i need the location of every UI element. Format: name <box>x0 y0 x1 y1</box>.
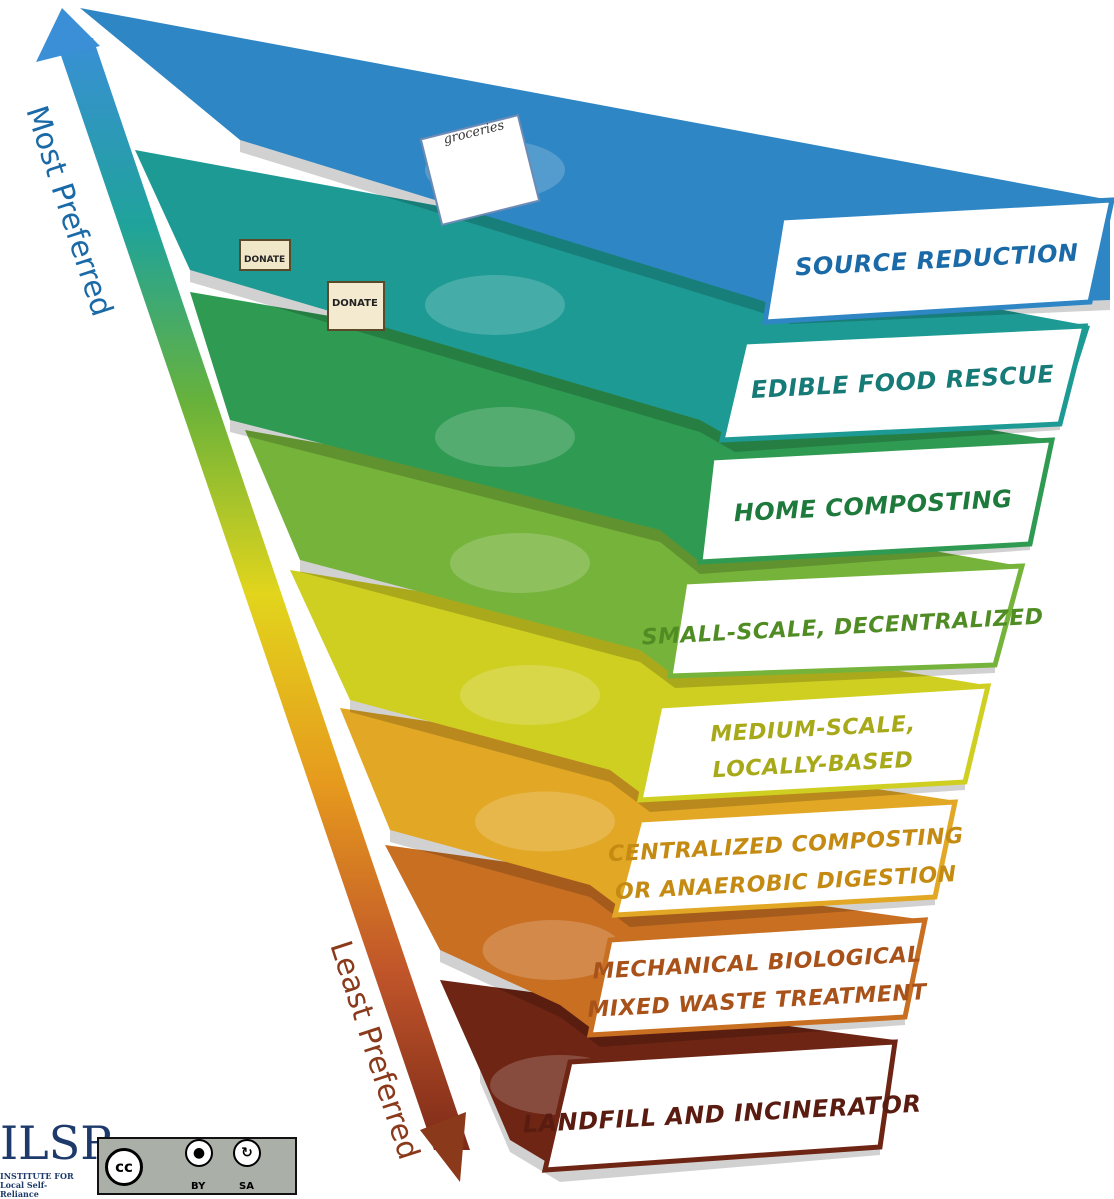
license-by-text: BY <box>191 1181 206 1192</box>
creative-commons-badge: cc ● ↻ BY SA <box>97 1137 297 1195</box>
donate-box-icon: DONATE <box>239 239 291 271</box>
tier-8-label-box <box>541 1039 898 1173</box>
arrow-head-bottom <box>420 1112 466 1182</box>
tier-2: EDIBLE FOOD RESCUE <box>135 150 1090 452</box>
tier-4-shelf-edge <box>300 560 995 688</box>
ilsr-logo: ILSR INSTITUTE FOR Local Self-Reliance <box>0 1118 115 1199</box>
tier-5-label-box <box>636 683 992 803</box>
community-garden-icon <box>450 533 590 593</box>
preference-arrow <box>36 8 470 1182</box>
tier-3: HOME COMPOSTING <box>190 292 1056 574</box>
tier-5: MEDIUM-SCALE,LOCALLY-BASED <box>290 570 992 812</box>
tier-7-label-box <box>586 917 929 1038</box>
factory-trucks-icon <box>482 920 623 980</box>
tier-1: SOURCE REDUCTION <box>80 8 1114 325</box>
attribution-icon: ● <box>185 1139 213 1167</box>
tier-2-shelf-edge <box>190 270 1060 452</box>
arrow-head-top <box>36 8 100 62</box>
donation-volunteers-icon <box>425 275 565 335</box>
tier-6-label-box <box>611 799 959 918</box>
share-alike-icon: ↻ <box>233 1139 261 1167</box>
donate-bag-icon: DONATE <box>327 281 385 331</box>
tier-8: LANDFILL AND INCINERATOR <box>440 980 922 1182</box>
tier-4-label-box <box>667 563 1026 679</box>
license-sa-text: SA <box>239 1181 254 1192</box>
donate-box-1-text: DONATE <box>244 255 285 265</box>
farm-tractor-icon <box>460 665 600 725</box>
tier-2-label-box <box>718 323 1089 443</box>
tier-3-label-box <box>697 437 1056 565</box>
tier-4: SMALL-SCALE, DECENTRALIZED <box>245 430 1044 688</box>
ilsr-logo-mark: ILSR <box>0 1116 115 1170</box>
arrow-shaft <box>55 38 470 1150</box>
donate-box-2-text: DONATE <box>332 298 378 309</box>
tier-1-label-box <box>762 197 1114 325</box>
dump-truck-windrows-icon <box>475 791 615 852</box>
houses-garden-compost-icon <box>435 407 575 467</box>
cc-icon: cc <box>105 1148 143 1186</box>
ilsr-logo-tagline: INSTITUTE FOR Local Self-Reliance <box>0 1171 74 1199</box>
